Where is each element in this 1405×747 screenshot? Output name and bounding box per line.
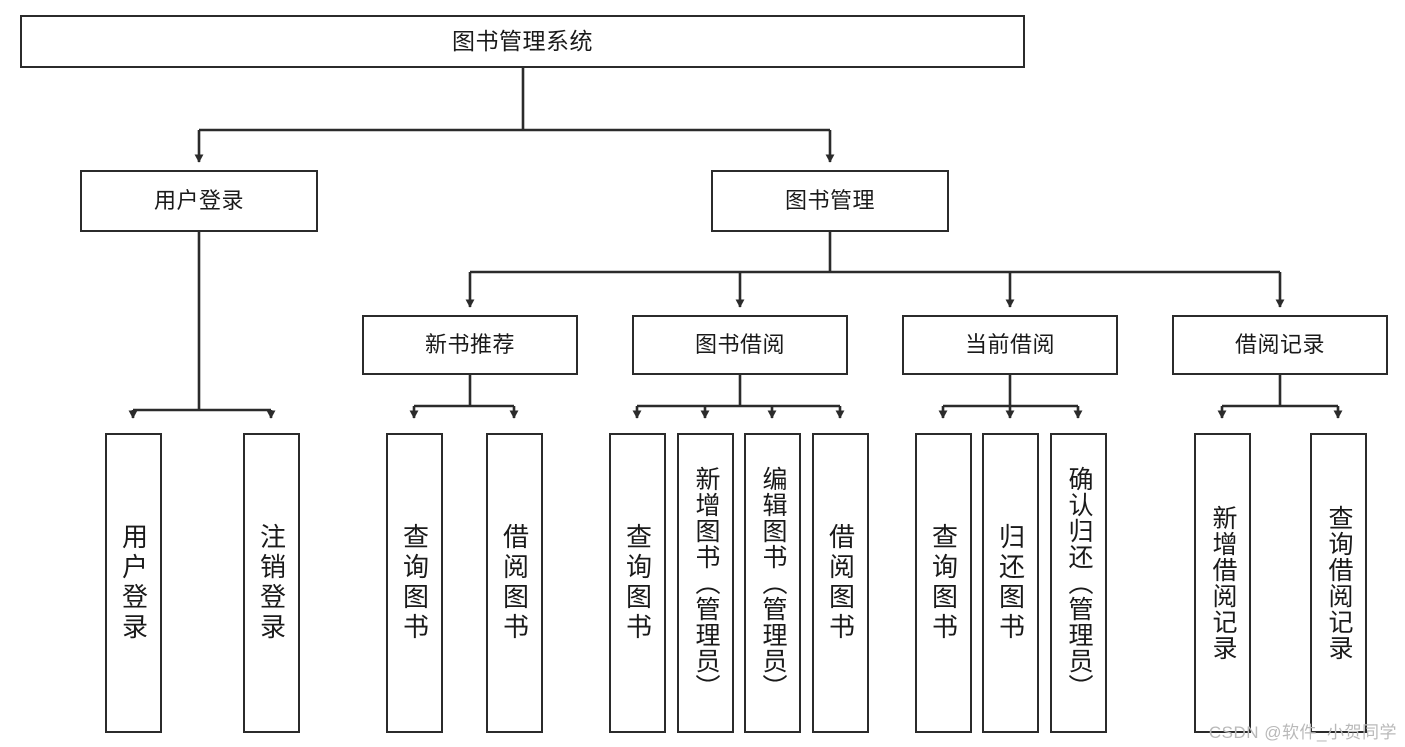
node-current-borrow[interactable]: 当前借阅	[902, 315, 1118, 375]
node-label: 借阅记录	[1234, 332, 1325, 358]
leaf-record-add-record[interactable]: 新增借阅记录	[1194, 433, 1251, 733]
node-label: 查询借阅记录	[1325, 505, 1353, 661]
leaf-current-query-book[interactable]: 查询图书	[915, 433, 972, 733]
leaf-borrow-query-book[interactable]: 查询图书	[609, 433, 666, 733]
node-label: 图书管理	[784, 188, 875, 214]
leaf-new-book-borrow[interactable]: 借阅图书	[486, 433, 543, 733]
node-label: 用户登录	[118, 523, 149, 643]
node-label: 确认归还（管理员）	[1065, 466, 1093, 700]
leaf-new-book-query[interactable]: 查询图书	[386, 433, 443, 733]
leaf-borrow-borrow-book[interactable]: 借阅图书	[812, 433, 869, 733]
leaf-borrow-add-book[interactable]: 新增图书（管理员）	[677, 433, 734, 733]
leaf-current-confirm-return[interactable]: 确认归还（管理员）	[1050, 433, 1107, 733]
node-label: 查询图书	[622, 523, 653, 643]
leaf-user-login-login[interactable]: 用户登录	[105, 433, 162, 733]
node-label: 当前借阅	[964, 332, 1055, 358]
node-book-borrow[interactable]: 图书借阅	[632, 315, 848, 375]
node-label: 编辑图书（管理员）	[759, 466, 787, 700]
node-root-system[interactable]: 图书管理系统	[20, 15, 1025, 68]
node-user-login[interactable]: 用户登录	[80, 170, 318, 232]
node-label: 新增图书（管理员）	[692, 466, 720, 700]
node-borrow-record[interactable]: 借阅记录	[1172, 315, 1388, 375]
node-label: 借阅图书	[499, 523, 530, 643]
node-label: 用户登录	[153, 188, 244, 214]
node-label: 新书推荐	[424, 332, 515, 358]
node-label: 归还图书	[995, 523, 1026, 643]
node-label: 查询图书	[399, 523, 430, 643]
node-label: 借阅图书	[825, 523, 856, 643]
node-label: 注销登录	[256, 523, 287, 643]
leaf-borrow-edit-book[interactable]: 编辑图书（管理员）	[744, 433, 801, 733]
node-label: 查询图书	[928, 523, 959, 643]
leaf-user-login-logout[interactable]: 注销登录	[243, 433, 300, 733]
node-book-management[interactable]: 图书管理	[711, 170, 949, 232]
node-label: 图书借阅	[694, 332, 785, 358]
node-label: 图书管理系统	[452, 28, 593, 55]
leaf-current-return-book[interactable]: 归还图书	[982, 433, 1039, 733]
node-new-book-recommend[interactable]: 新书推荐	[362, 315, 578, 375]
node-label: 新增借阅记录	[1209, 505, 1237, 661]
leaf-record-query-record[interactable]: 查询借阅记录	[1310, 433, 1367, 733]
